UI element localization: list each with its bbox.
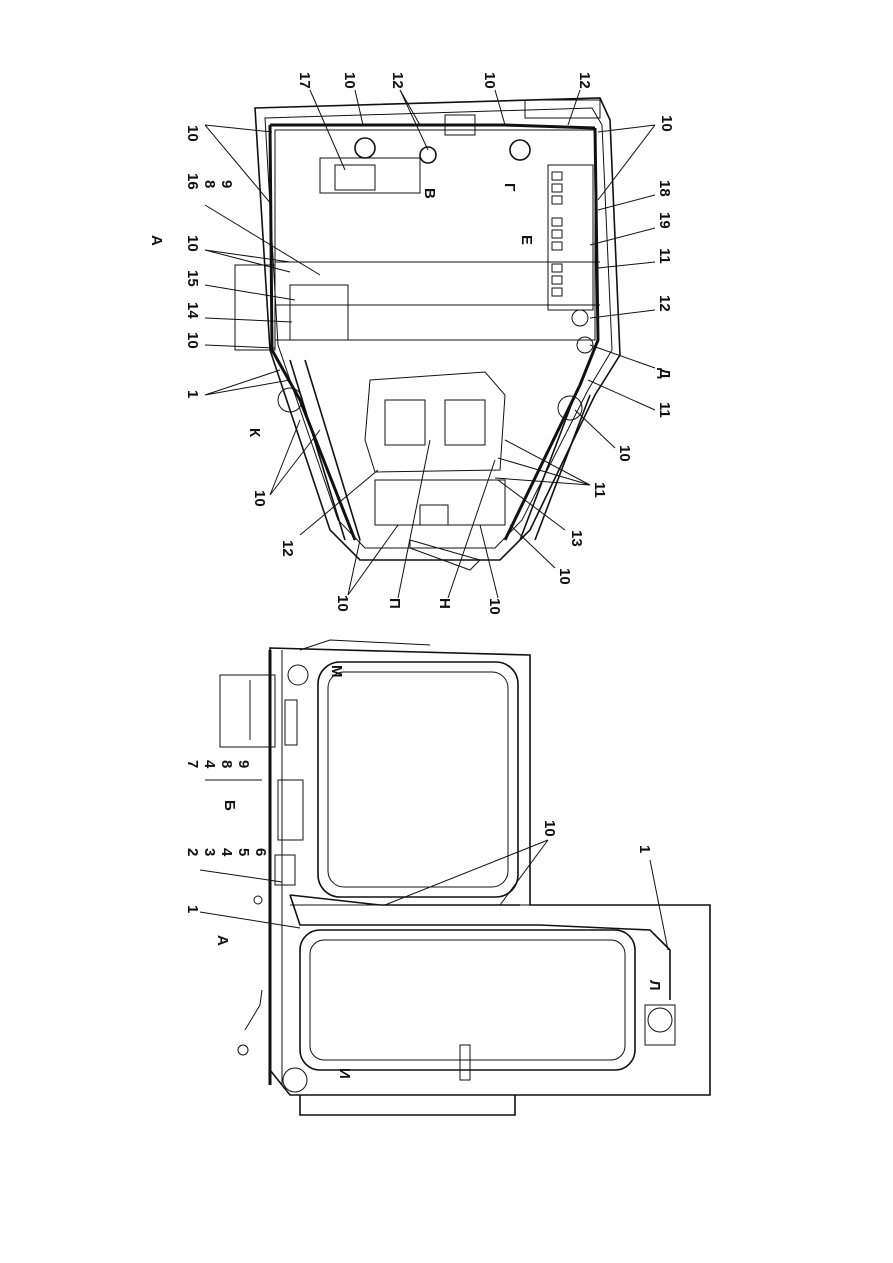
callout: 10 <box>481 72 498 89</box>
callout: 10 <box>184 235 201 252</box>
callout: 15 <box>184 270 201 287</box>
callout: 11 <box>591 482 608 498</box>
callouts-plan: 10 17 10 12 10 12 10 16 8 9 В Г 18 19 Е … <box>148 72 675 615</box>
view-label: И <box>336 1068 353 1079</box>
view-label: М <box>328 665 345 678</box>
callout: 10 <box>616 445 633 462</box>
callout: 3 <box>201 848 218 856</box>
callout: 8 <box>201 180 218 188</box>
callouts-side: 7 4 8 9 Б 2 3 4 5 6 1 А 10 1 Л И М <box>184 665 669 1079</box>
callout: Г <box>501 183 518 192</box>
view-label: А <box>214 935 231 946</box>
callout: 7 <box>184 760 201 768</box>
callout: 16 <box>184 173 201 190</box>
view-label: Л <box>646 980 663 991</box>
callout: 18 <box>656 180 673 197</box>
callout: 9 <box>218 180 235 188</box>
callout: 12 <box>656 295 673 312</box>
callout: 4 <box>201 760 218 769</box>
view-label: А <box>148 235 165 246</box>
callout: 9 <box>235 760 252 768</box>
callout: 17 <box>296 72 313 89</box>
callout: 6 <box>252 848 269 856</box>
callout: 4 <box>218 848 235 857</box>
callout: 10 <box>541 820 558 837</box>
callout: К <box>246 428 263 438</box>
callout: 5 <box>235 848 252 856</box>
callout: 11 <box>656 402 673 418</box>
callout: 8 <box>218 760 235 768</box>
callout: 10 <box>184 332 201 349</box>
callout: Н <box>436 598 453 609</box>
callout: 10 <box>341 72 358 89</box>
callout: 10 <box>184 125 201 142</box>
callout: 10 <box>486 598 503 615</box>
callout: Б <box>221 800 238 811</box>
callout: 2 <box>184 848 201 856</box>
callout: 11 <box>656 248 673 264</box>
cab-plan-view <box>234 97 621 571</box>
callout: 13 <box>568 530 585 547</box>
callout: 10 <box>251 490 268 507</box>
callout: Д <box>656 368 673 379</box>
callout: 1 <box>636 845 653 853</box>
callout: 19 <box>656 212 673 229</box>
callout: 12 <box>389 72 406 89</box>
callout: П <box>386 598 403 609</box>
callout: 14 <box>184 302 201 319</box>
callout: 10 <box>556 568 573 585</box>
callout: 10 <box>334 595 351 612</box>
callout: 12 <box>279 540 296 557</box>
fuse-block <box>551 171 563 297</box>
callout: Е <box>518 235 535 245</box>
callout: 12 <box>576 72 593 89</box>
callout: В <box>421 188 438 199</box>
callout: 1 <box>184 905 201 913</box>
callout: 1 <box>184 390 201 398</box>
callout: 10 <box>658 115 675 132</box>
cab-side-view <box>219 639 711 1116</box>
